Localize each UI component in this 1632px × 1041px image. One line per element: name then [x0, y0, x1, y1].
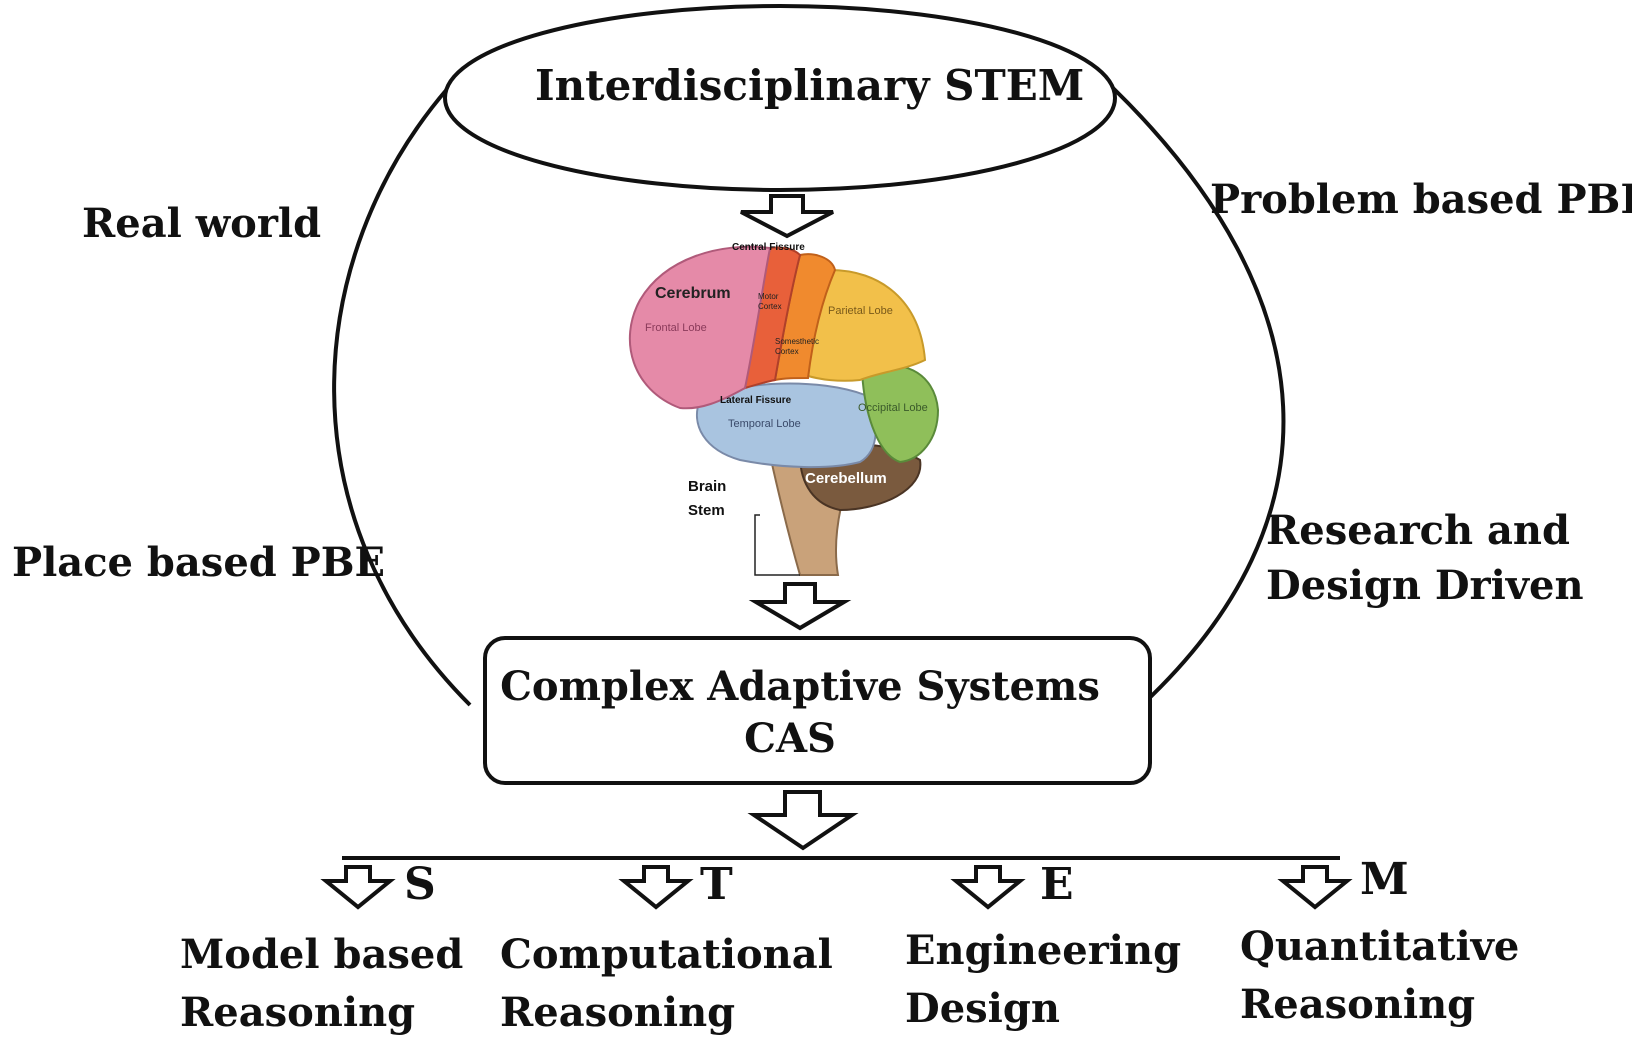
brain-label-parietal-lobe: Parietal Lobe [828, 305, 893, 317]
brain-label-frontal-lobe: Frontal Lobe [645, 322, 707, 334]
down-arrow-2 [748, 582, 852, 631]
cas-title-line1: Complex Adaptive Systems [500, 663, 1100, 710]
label-place-based: Place based PBE [12, 539, 386, 586]
brain-label-motor-cortex: Motor Cortex [758, 292, 782, 311]
down-arrow-3 [747, 790, 859, 851]
brain-stem-pointer [754, 514, 800, 576]
branch-m-line1: Quantitative [1240, 923, 1520, 970]
branch-arrow-s [320, 865, 396, 910]
brain-label-central-fissure: Central Fissure [732, 242, 805, 253]
branch-t-line2: Reasoning [500, 989, 736, 1036]
brain-label-occipital-lobe: Occipital Lobe [858, 402, 928, 414]
brain-label-cerebrum: Cerebrum [655, 285, 731, 302]
label-real-world: Real world [82, 200, 322, 247]
branch-m-line2: Reasoning [1240, 981, 1476, 1028]
cas-title-line2: CAS [744, 715, 836, 762]
branch-letter-e: E [1040, 859, 1074, 910]
branch-letter-t: T [700, 859, 733, 910]
branch-arrow-m [1277, 865, 1353, 910]
branch-t-line1: Computational [500, 931, 833, 978]
stem-title: Interdisciplinary STEM [535, 61, 1085, 110]
brain-label-cerebellum: Cerebellum [805, 470, 887, 487]
branch-s-line1: Model based [180, 931, 464, 978]
branch-arrow-e [950, 865, 1026, 910]
branch-letter-m: M [1360, 854, 1409, 905]
temporal-lobe-shape [695, 382, 877, 469]
branch-e-label: Engineering Design [905, 922, 1181, 1038]
stem-ellipse [443, 4, 1117, 192]
branch-e-line2: Design [905, 985, 1060, 1032]
branch-t-label: Computational Reasoning [500, 926, 833, 1041]
label-research-line2: Design Driven [1266, 562, 1584, 609]
label-research-line1: Research and [1266, 507, 1570, 554]
branch-m-label: Quantitative Reasoning [1240, 918, 1519, 1034]
branch-s-line2: Reasoning [180, 989, 416, 1036]
branch-arrow-t [618, 865, 694, 910]
frontal-lobe-shape [628, 245, 772, 410]
brain-label-lateral-fissure: Lateral Fissure [720, 395, 792, 406]
brain-illustration [628, 245, 940, 576]
outer-boundary-left [332, 86, 472, 707]
brain-label-somesthetic-cortex: Somesthetic Cortex [775, 337, 820, 356]
brain-label-brain-stem-line2: Stem [688, 502, 725, 519]
occipital-lobe-shape [860, 364, 940, 464]
brain-label-temporal-lobe: Temporal Lobe [728, 418, 801, 430]
down-arrow-1 [740, 194, 834, 239]
branch-e-line1: Engineering [905, 927, 1182, 974]
brain-label-brain-stem-line1: Brain [688, 478, 727, 495]
outer-boundary-right [1111, 86, 1286, 707]
branch-s-label: Model based Reasoning [180, 926, 463, 1041]
label-problem-based: Problem based PBL [1210, 176, 1632, 223]
branch-letter-s: S [404, 859, 436, 910]
cas-box [483, 636, 1152, 785]
